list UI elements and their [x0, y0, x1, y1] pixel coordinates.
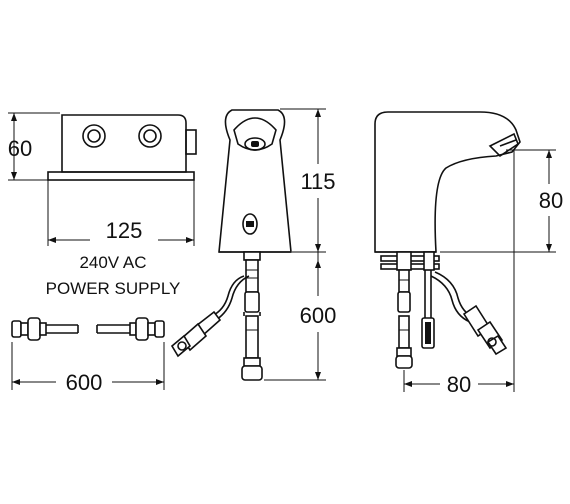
solenoid-valve-icon [421, 317, 435, 349]
sensor-window-icon [242, 213, 258, 235]
box-knob-left [82, 124, 106, 148]
spout-height-label: 115 [300, 169, 335, 194]
hose-fitting-left [11, 317, 79, 341]
hose-length-vertical-label: 600 [300, 303, 337, 328]
front-view-hoses [170, 251, 263, 381]
power-supply-label: POWER SUPPLY [46, 279, 181, 298]
side-height-label: 80 [539, 188, 563, 213]
side-view-fittings [380, 251, 508, 369]
dimension-side-height: 80 [440, 149, 563, 253]
power-supply-box [47, 114, 197, 246]
dimension-side-depth: 80 [403, 150, 515, 397]
box-height-label: 60 [8, 136, 32, 161]
box-width-label: 125 [106, 218, 143, 243]
hose-length-horizontal-label: 600 [66, 370, 103, 395]
tap-front-view [218, 109, 292, 253]
side-depth-label: 80 [447, 372, 471, 397]
dimension-box-width: 125 [48, 218, 194, 243]
side-power-plug-icon [462, 304, 508, 356]
tap-side-view [374, 111, 521, 253]
loose-hose: 600 [11, 317, 165, 395]
voltage-label: 240V AC [79, 253, 146, 272]
dimension-spout-height: 115 [280, 108, 336, 253]
box-knob-right [138, 124, 162, 148]
dimension-box-height: 60 [8, 112, 60, 181]
power-plug-icon [170, 310, 222, 358]
hose-fitting-right [96, 317, 165, 341]
dimension-hose-vertical: 600 [264, 252, 337, 381]
